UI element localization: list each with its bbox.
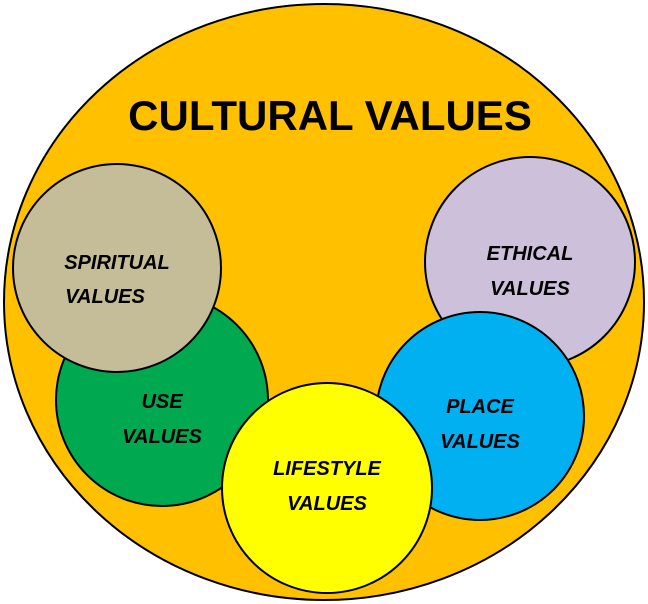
ethical-label-line2: VALUES bbox=[490, 278, 570, 300]
node-spiritual: SPIRITUAL VALUES bbox=[12, 163, 222, 373]
use-label-line1: USE bbox=[141, 391, 183, 413]
spiritual-label-line1: SPIRITUAL bbox=[64, 252, 170, 274]
place-label-line2: VALUES bbox=[440, 431, 520, 453]
diagram-title: CULTURAL VALUES bbox=[128, 92, 532, 139]
lifestyle-label-line1: LIFESTYLE bbox=[273, 458, 381, 480]
node-lifestyle: LIFESTYLE VALUES bbox=[221, 382, 433, 594]
use-label-line2: VALUES bbox=[122, 426, 202, 448]
ethical-label-line1: ETHICAL bbox=[487, 243, 574, 265]
place-label-line1: PLACE bbox=[446, 396, 514, 418]
spiritual-label-line2: VALUES bbox=[65, 286, 145, 308]
spiritual-circle bbox=[12, 163, 222, 373]
lifestyle-circle bbox=[221, 382, 433, 594]
lifestyle-label-line2: VALUES bbox=[287, 493, 367, 515]
